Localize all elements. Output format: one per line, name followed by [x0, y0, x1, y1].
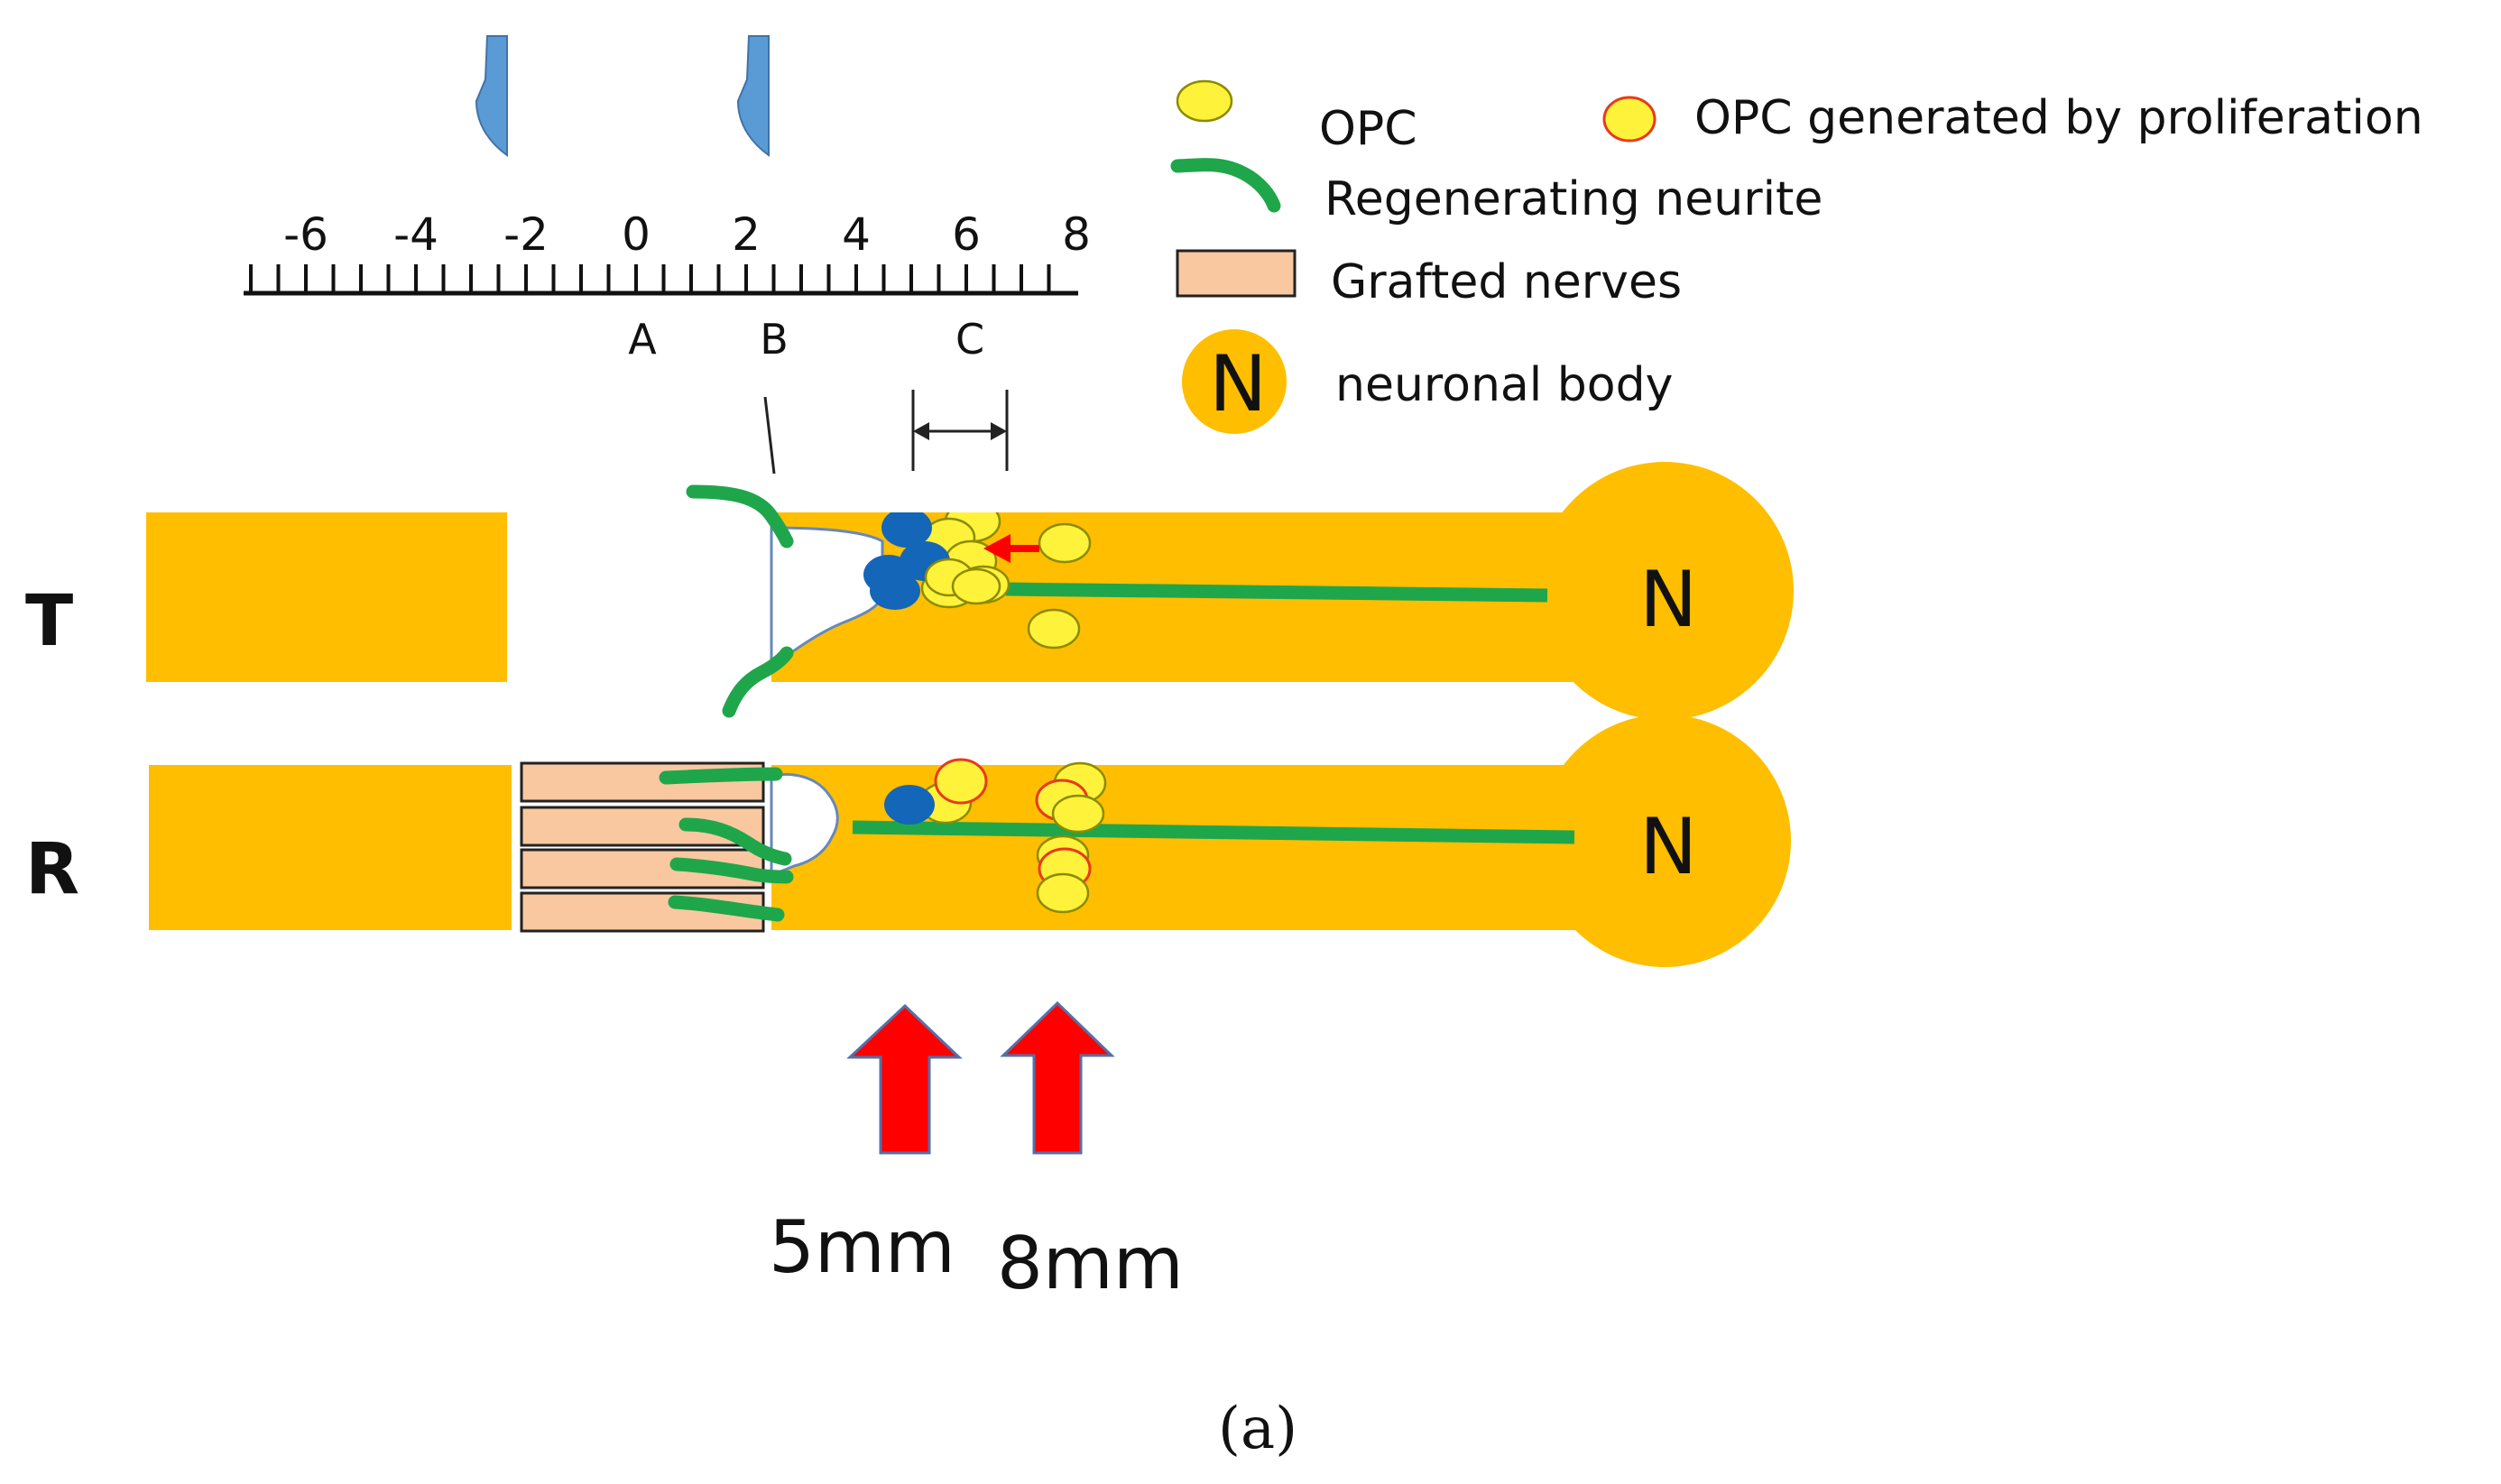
row-t-label: T: [25, 581, 73, 662]
b-marker-line: [763, 396, 776, 475]
legend-opc-label: OPC: [1319, 102, 1417, 156]
opc-cell: [1036, 872, 1090, 914]
r-neurite-graft-3: [669, 857, 794, 884]
r-neuron-body: [1538, 714, 1791, 967]
c-range-bracket: [911, 390, 1009, 471]
legend-neuron-icon: [1182, 329, 1287, 434]
legend: OPC OPC generated by proliferation Regen…: [1170, 79, 2423, 434]
legend-opc-prolif-label: OPC generated by proliferation: [1694, 91, 2423, 145]
legend-neuron-symbol: N: [1209, 339, 1267, 429]
t-injury-gap: [770, 526, 884, 671]
t-neuron-symbol: N: [1639, 555, 1697, 645]
opc-cell: [1051, 794, 1105, 834]
red-arrow-icon: [846, 1003, 963, 1155]
measurement-arrows: 5mm 8mm: [769, 1000, 1184, 1305]
blade-icon: [475, 35, 508, 157]
measurement-8mm: 8mm: [997, 1221, 1184, 1305]
ruler-tick-label: 0: [622, 208, 651, 261]
r-neurite-graft-4: [668, 895, 785, 922]
t-distal-stump: [146, 512, 507, 682]
t-neurite-axon: [1005, 582, 1548, 603]
blue-cell: [870, 572, 920, 610]
measurement-5mm: 5mm: [769, 1205, 955, 1289]
ruler: -6 -4 -2 0 2 4 6 8A B C: [244, 208, 1091, 364]
figure-caption: (a): [1218, 1396, 1297, 1462]
r-neurite-axon: [852, 820, 1575, 844]
ruler-tick-label: 4: [842, 208, 871, 261]
opc-prolif-cell: [934, 758, 988, 805]
blades: [475, 35, 770, 157]
opc-cell: [951, 567, 1001, 605]
opc-cell: [1027, 608, 1081, 650]
row-r-label: R: [25, 829, 79, 910]
ruler-tick-label: -6: [283, 208, 328, 261]
red-arrow-icon: [1000, 1000, 1115, 1155]
ruler-position-a: A: [628, 315, 657, 364]
legend-opc-icon: [1176, 79, 1233, 123]
ruler-tick-label: 2: [732, 208, 761, 261]
legend-opc-prolif-icon: [1602, 96, 1657, 143]
blue-cell: [881, 512, 932, 548]
r-neurite-graft-2: [678, 817, 792, 866]
blade-icon: [736, 35, 770, 157]
ruler-position-b: B: [760, 315, 789, 364]
legend-graft-icon: [1176, 249, 1297, 298]
r-cells: [884, 758, 1107, 914]
legend-graft-label: Grafted nerves: [1331, 255, 1682, 309]
t-cells: [863, 512, 1092, 650]
ruler-tick-label: 8: [1062, 208, 1091, 261]
blue-cell: [884, 785, 935, 825]
t-neurite-sprout-bottom: [722, 646, 794, 718]
legend-neurite-label: Regenerating neurite: [1324, 172, 1823, 226]
r-neuron-symbol: N: [1639, 802, 1697, 892]
ruler-position-c: C: [955, 315, 984, 364]
r-neurite-graft-1: [659, 767, 783, 785]
row-r: R N: [25, 714, 1791, 967]
opc-cell: [1038, 522, 1092, 564]
ruler-tick-label: -2: [503, 208, 549, 261]
ruler-tick-label: -4: [393, 208, 438, 261]
row-t: T N: [25, 462, 1794, 720]
t-neuron-body: [1536, 462, 1794, 720]
r-distal-stump: [149, 765, 512, 930]
red-arrow-icon: [983, 534, 1039, 563]
legend-neurite-icon: [1170, 158, 1281, 213]
ruler-tick-label: 6: [952, 208, 981, 261]
t-neurite-sprout-top: [686, 484, 794, 548]
legend-neuron-label: neuronal body: [1335, 358, 1673, 412]
